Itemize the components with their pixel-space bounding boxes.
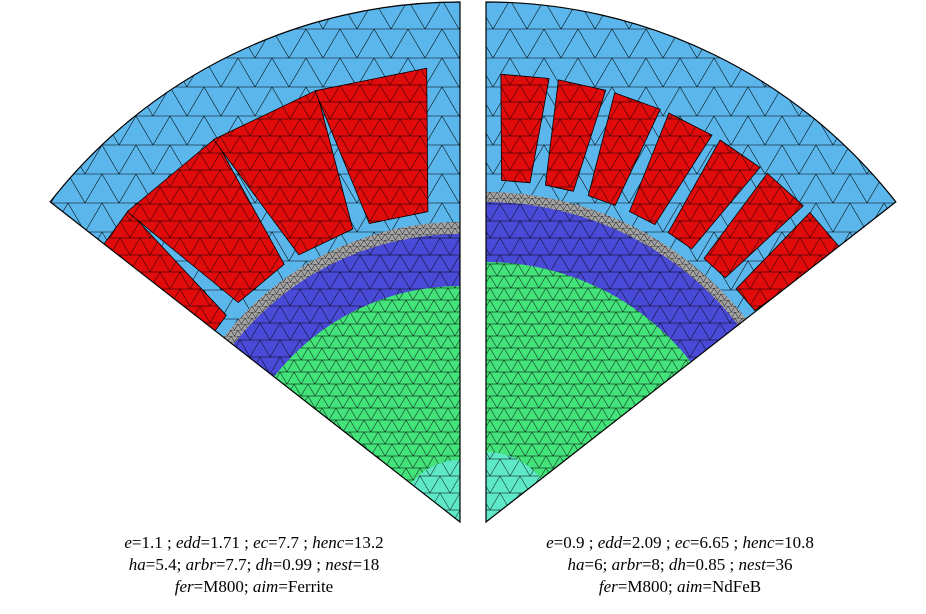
rotor-iron-mesh-left xyxy=(274,286,460,522)
winding-slot-mesh xyxy=(736,212,842,311)
winding-slots-right xyxy=(500,73,842,312)
winding-slot-mesh xyxy=(545,79,606,192)
winding-slot-mesh xyxy=(500,74,550,183)
parameter-caption-right: e=0.9 ; edd=2.09 ; ec=6.65 ; henc=10.8 h… xyxy=(470,532,890,598)
sector-outline-left xyxy=(49,1,461,524)
winding-slot-mesh xyxy=(668,140,760,249)
winding-slot-mesh xyxy=(588,92,661,206)
winding-slot-mesh xyxy=(704,173,804,278)
shaft-mesh-right xyxy=(486,451,542,522)
winding-slot-mesh xyxy=(213,90,353,255)
winding-slot-mesh xyxy=(127,138,285,303)
shaft-mesh-left xyxy=(411,459,460,522)
motor-mesh-figure xyxy=(49,1,897,524)
motor-section-right xyxy=(486,2,896,522)
winding-slot-mesh xyxy=(629,113,712,225)
sector-outline-right xyxy=(485,1,897,524)
caption-line-1: e=1.1 ; edd=1.71 ; ec=7.7 ; henc=13.2 xyxy=(124,533,384,552)
caption-line-2: ha=5.4; arbr=7.7; dh=0.99 ; nest=18 xyxy=(128,555,380,574)
motor-section-left xyxy=(50,2,460,522)
caption-line-3: fer=M800; aim=Ferrite xyxy=(174,577,334,596)
winding-slot-mesh xyxy=(314,68,428,224)
caption-line-3: fer=M800; aim=NdFeB xyxy=(598,577,762,596)
caption-line-2: ha=6; arbr=8; dh=0.85 ; nest=36 xyxy=(567,555,793,574)
caption-line-1: e=0.9 ; edd=2.09 ; ec=6.65 ; henc=10.8 xyxy=(546,533,814,552)
rotor-iron-mesh-right xyxy=(486,261,691,522)
parameter-caption-left: e=1.1 ; edd=1.71 ; ec=7.7 ; henc=13.2 ha… xyxy=(44,532,464,598)
